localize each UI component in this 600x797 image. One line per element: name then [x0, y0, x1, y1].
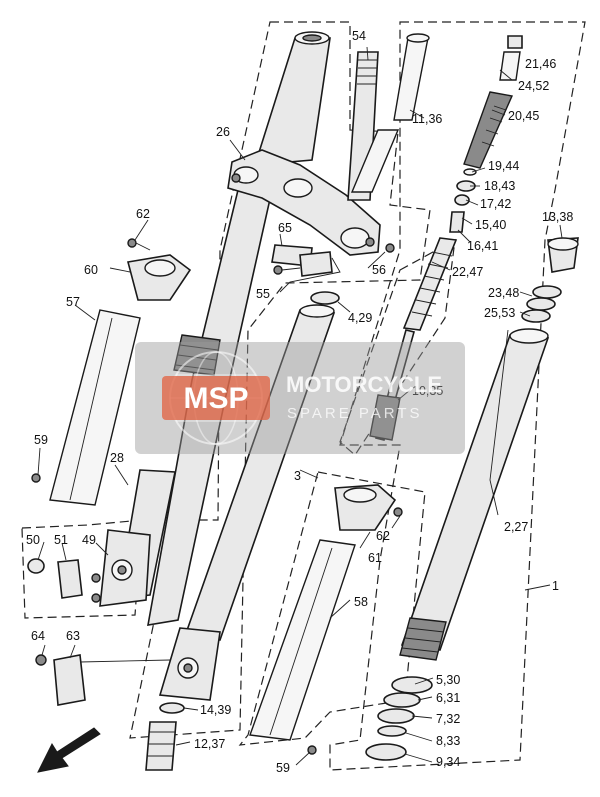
- inner-tube-left: [253, 37, 331, 166]
- label-63: 63: [66, 629, 80, 643]
- watermark-logo-text: MSP: [183, 382, 248, 415]
- label-6-31: 6,31: [436, 691, 460, 705]
- outline-bracket-lower: [238, 471, 426, 746]
- label-60: 60: [84, 263, 98, 277]
- label-12-37: 12,37: [194, 737, 225, 751]
- label-22-47: 22,47: [452, 265, 483, 279]
- label-50: 50: [26, 533, 40, 547]
- center-parts: [350, 33, 579, 441]
- label-10-35: 10,35: [412, 384, 443, 398]
- label-62-mid: 62: [376, 529, 390, 543]
- label-58: 58: [354, 595, 368, 609]
- outline-spring-top: [339, 238, 456, 456]
- label-26: 26: [216, 125, 230, 139]
- label-21-46: 21,46: [525, 57, 556, 71]
- label-28: 28: [110, 451, 124, 465]
- label-59-bottom: 59: [276, 761, 290, 775]
- label-56: 56: [372, 263, 386, 277]
- label-57: 57: [66, 295, 80, 309]
- label-3: 3: [294, 469, 301, 483]
- axle-holder-parts: [27, 558, 101, 603]
- label-23-48: 23,48: [488, 286, 519, 300]
- label-65: 65: [278, 221, 292, 235]
- cable-holder: [35, 654, 171, 706]
- watermark-title: MOTORCYCLE: [286, 372, 442, 397]
- label-18-43: 18,43: [484, 179, 515, 193]
- label-4-29: 4,29: [348, 311, 372, 325]
- label-20-45: 20,45: [508, 109, 539, 123]
- bellows-right: [399, 617, 447, 661]
- part-labels: 54 21,46 24,52 20,45 11,36 26 19,44 18,4…: [26, 29, 573, 775]
- watermark: MSP MOTORCYCLE SPARE PARTS: [135, 342, 465, 454]
- label-51: 51: [54, 533, 68, 547]
- label-54: 54: [352, 29, 366, 43]
- label-64: 64: [31, 629, 45, 643]
- label-11-36: 11,36: [412, 112, 442, 126]
- label-17-42: 17,42: [480, 197, 511, 211]
- label-15-40: 15,40: [475, 218, 506, 232]
- watermark-subtitle: SPARE PARTS: [287, 405, 423, 422]
- label-2-27: 2,27: [504, 520, 528, 534]
- label-13-38: 13,38: [542, 210, 573, 224]
- label-9-34: 9,34: [436, 755, 460, 769]
- bellows-left: [173, 334, 221, 376]
- inner-tube-left-bore: [302, 34, 322, 42]
- handle-bracket: [271, 243, 395, 277]
- front-direction-arrow-icon: [37, 727, 101, 773]
- label-7-32: 7,32: [436, 712, 460, 726]
- outline-guard-left: [21, 519, 143, 619]
- right-fork-assembly: [145, 291, 550, 771]
- watermark-logo-box: [162, 376, 270, 420]
- label-61: 61: [368, 551, 382, 565]
- label-62-top: 62: [136, 207, 150, 221]
- label-8-33: 8,33: [436, 734, 460, 748]
- label-5-30: 5,30: [436, 673, 460, 687]
- label-16-41: 16,41: [467, 239, 498, 253]
- label-59-left: 59: [34, 433, 48, 447]
- fork-spring: [402, 237, 458, 331]
- label-25-53: 25,53: [484, 306, 515, 320]
- label-14-39: 14,39: [200, 703, 231, 717]
- triple-clamp: [227, 149, 381, 256]
- label-55: 55: [256, 287, 270, 301]
- fork-guard-left: [31, 238, 192, 506]
- label-24-52: 24,52: [518, 79, 549, 93]
- label-49: 49: [82, 533, 96, 547]
- label-19-44: 19,44: [488, 159, 519, 173]
- watermark-panel: [135, 342, 465, 454]
- label-1: 1: [552, 579, 559, 593]
- outline-right-fork: [329, 21, 586, 771]
- leader-lines: [37, 46, 563, 766]
